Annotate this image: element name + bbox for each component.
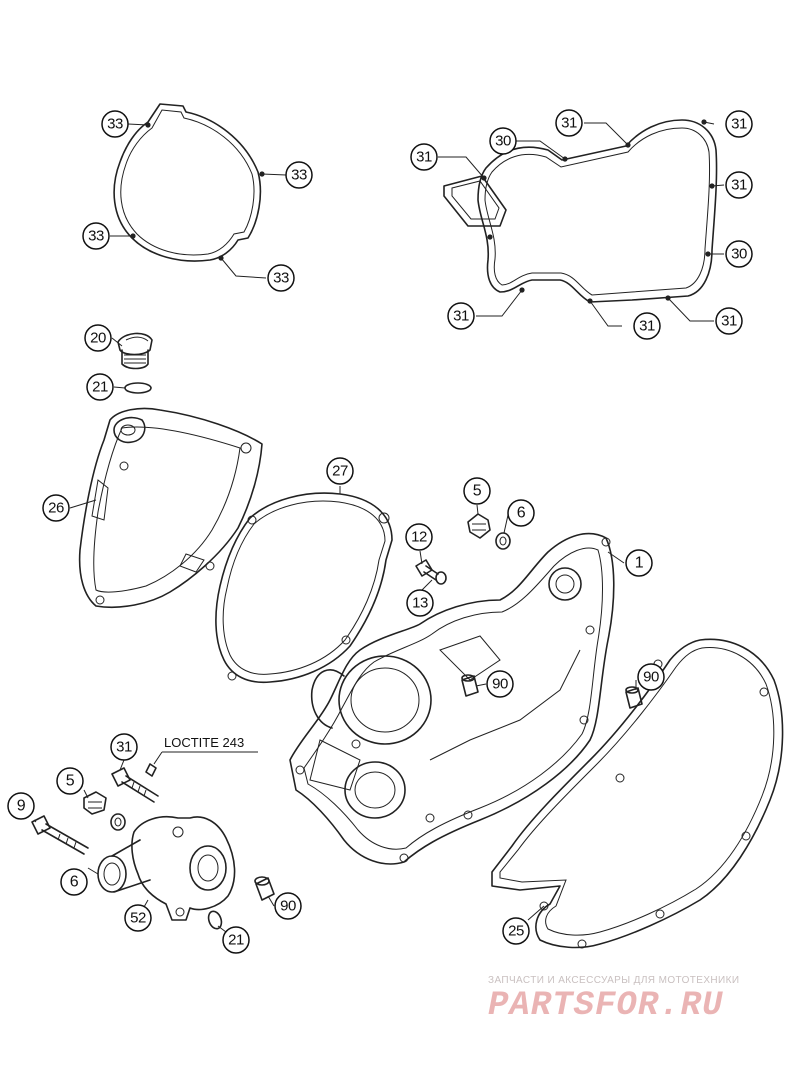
svg-text:90: 90 — [492, 676, 508, 693]
loctite-label: LOCTITE 243 — [164, 735, 244, 750]
gasket-27 — [215, 492, 393, 684]
drain-plug-5 — [467, 513, 511, 550]
svg-text:33: 33 — [273, 270, 289, 287]
callout-33: 33 — [101, 110, 129, 138]
svg-text:5: 5 — [66, 773, 75, 790]
svg-text:27: 27 — [332, 463, 348, 480]
callout-12: 12 — [405, 523, 433, 551]
callout-31: 31 — [715, 307, 743, 335]
callout-13: 13 — [406, 589, 434, 617]
svg-text:26: 26 — [48, 500, 64, 517]
o-ring-21 — [207, 910, 223, 930]
svg-text:21: 21 — [92, 379, 108, 396]
callout-31: 31 — [555, 109, 583, 137]
svg-text:12: 12 — [411, 529, 427, 546]
clutch-cover-1 — [289, 532, 615, 865]
callout-9: 9 — [7, 792, 35, 820]
callout-31: 31 — [633, 312, 661, 340]
svg-text:25: 25 — [508, 923, 524, 940]
svg-text:9: 9 — [17, 798, 26, 815]
svg-text:31: 31 — [639, 318, 655, 335]
svg-text:33: 33 — [107, 116, 123, 133]
callout-31: 31 — [410, 143, 438, 171]
callout-21: 21 — [222, 926, 250, 954]
callout-1: 1 — [625, 549, 653, 577]
svg-text:33: 33 — [88, 228, 104, 245]
svg-text:6: 6 — [517, 505, 526, 522]
gasket-31 — [443, 119, 718, 304]
bolt-12 — [415, 559, 447, 585]
callout-33: 33 — [82, 222, 110, 250]
svg-text:1: 1 — [635, 555, 644, 572]
callout-6: 6 — [507, 499, 535, 527]
svg-text:90: 90 — [643, 669, 659, 686]
svg-text:31: 31 — [731, 177, 747, 194]
dowel-sleeve — [254, 876, 275, 901]
callout-27: 27 — [326, 457, 354, 485]
outer-clutch-cover — [78, 407, 263, 609]
svg-text:5: 5 — [473, 483, 482, 500]
svg-text:31: 31 — [453, 308, 469, 325]
water-pump-cover — [97, 816, 236, 921]
dowel-sleeve — [625, 686, 643, 709]
callout-31: 31 — [725, 110, 753, 138]
callout-90: 90 — [486, 670, 514, 698]
callout-5: 5 — [463, 477, 491, 505]
o-ring-21 — [124, 382, 152, 394]
watermark-logo: PARTSFOR.RU — [488, 987, 724, 1025]
svg-text:31: 31 — [731, 116, 747, 133]
callout-21: 21 — [86, 373, 114, 401]
svg-text:52: 52 — [130, 910, 146, 927]
svg-text:31: 31 — [116, 739, 132, 756]
svg-text:13: 13 — [412, 595, 428, 612]
callout-30: 30 — [489, 127, 517, 155]
svg-text:20: 20 — [90, 330, 106, 347]
callout-25: 25 — [502, 917, 530, 945]
dowel-sleeve — [461, 674, 479, 697]
svg-text:33: 33 — [291, 167, 307, 184]
callout-31: 31 — [447, 302, 475, 330]
filler-plug — [117, 332, 153, 370]
callout-20: 20 — [84, 324, 112, 352]
callout-31: 31 — [110, 733, 138, 761]
svg-text:31: 31 — [416, 149, 432, 166]
callout-90: 90 — [637, 663, 665, 691]
gasket-33 — [113, 103, 265, 262]
svg-text:21: 21 — [228, 932, 244, 949]
callout-30: 30 — [725, 240, 753, 268]
svg-text:30: 30 — [495, 133, 511, 150]
callout-6: 6 — [60, 868, 88, 896]
loctite-note: LOCTITE 243 — [145, 735, 258, 777]
callout-90: 90 — [274, 892, 302, 920]
bolt-9 — [31, 815, 89, 855]
svg-text:6: 6 — [70, 874, 79, 891]
callout-26: 26 — [42, 494, 70, 522]
svg-text:30: 30 — [731, 246, 747, 263]
callout-33: 33 — [267, 264, 295, 292]
callout-5: 5 — [56, 767, 84, 795]
watermark-tagline: ЗАПЧАСТИ И АКСЕССУАРЫ ДЛЯ МОТОТЕХНИКИ — [488, 975, 740, 986]
gasket-25 — [491, 638, 784, 949]
plug-5 — [83, 791, 126, 831]
svg-text:31: 31 — [561, 115, 577, 132]
callout-31: 31 — [725, 171, 753, 199]
callout-52: 52 — [124, 904, 152, 932]
svg-text:31: 31 — [721, 313, 737, 330]
callout-33: 33 — [285, 161, 313, 189]
bolt-31 — [111, 767, 159, 803]
svg-text:90: 90 — [280, 898, 296, 915]
